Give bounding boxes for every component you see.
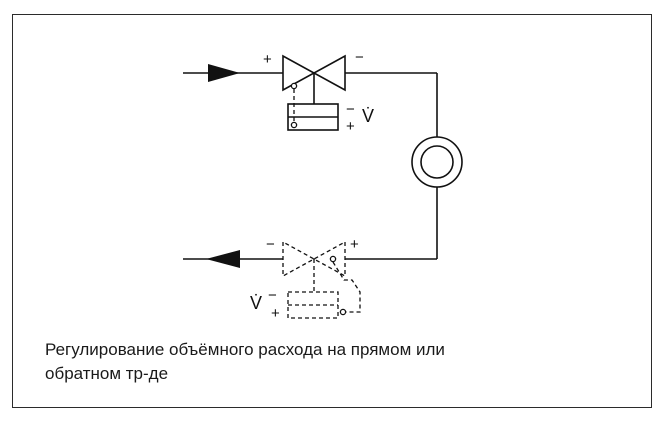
return-inlet-sign: − — [266, 236, 275, 253]
supply-actuator — [287, 103, 339, 131]
return-outlet-sign: + — [350, 236, 359, 253]
supply-flow-arrow — [208, 64, 240, 82]
return-actuator-minus: − — [268, 287, 277, 304]
consumer-symbol — [411, 136, 463, 188]
return-flow-arrow — [206, 250, 240, 268]
return-flow-symbol: V̇ — [250, 293, 262, 313]
caption-line-2: обратном тр-де — [45, 364, 169, 383]
return-impulse-line — [329, 255, 361, 316]
supply-impulse-line — [290, 82, 298, 129]
supply-outlet-sign: − — [355, 49, 364, 66]
caption-line-1: Регулирование объёмного расхода на прямо… — [45, 340, 445, 359]
return-actuator — [287, 291, 339, 319]
supply-control-valve — [282, 54, 346, 104]
return-control-valve — [282, 240, 346, 278]
supply-actuator-minus: − — [346, 101, 355, 118]
diagram-caption: Регулирование объёмного расхода на прямо… — [45, 338, 605, 386]
supply-flow-symbol: V̇ — [362, 106, 374, 126]
supply-inlet-sign: + — [263, 51, 272, 68]
return-actuator-plus: + — [271, 305, 280, 322]
supply-actuator-plus: + — [346, 118, 355, 135]
